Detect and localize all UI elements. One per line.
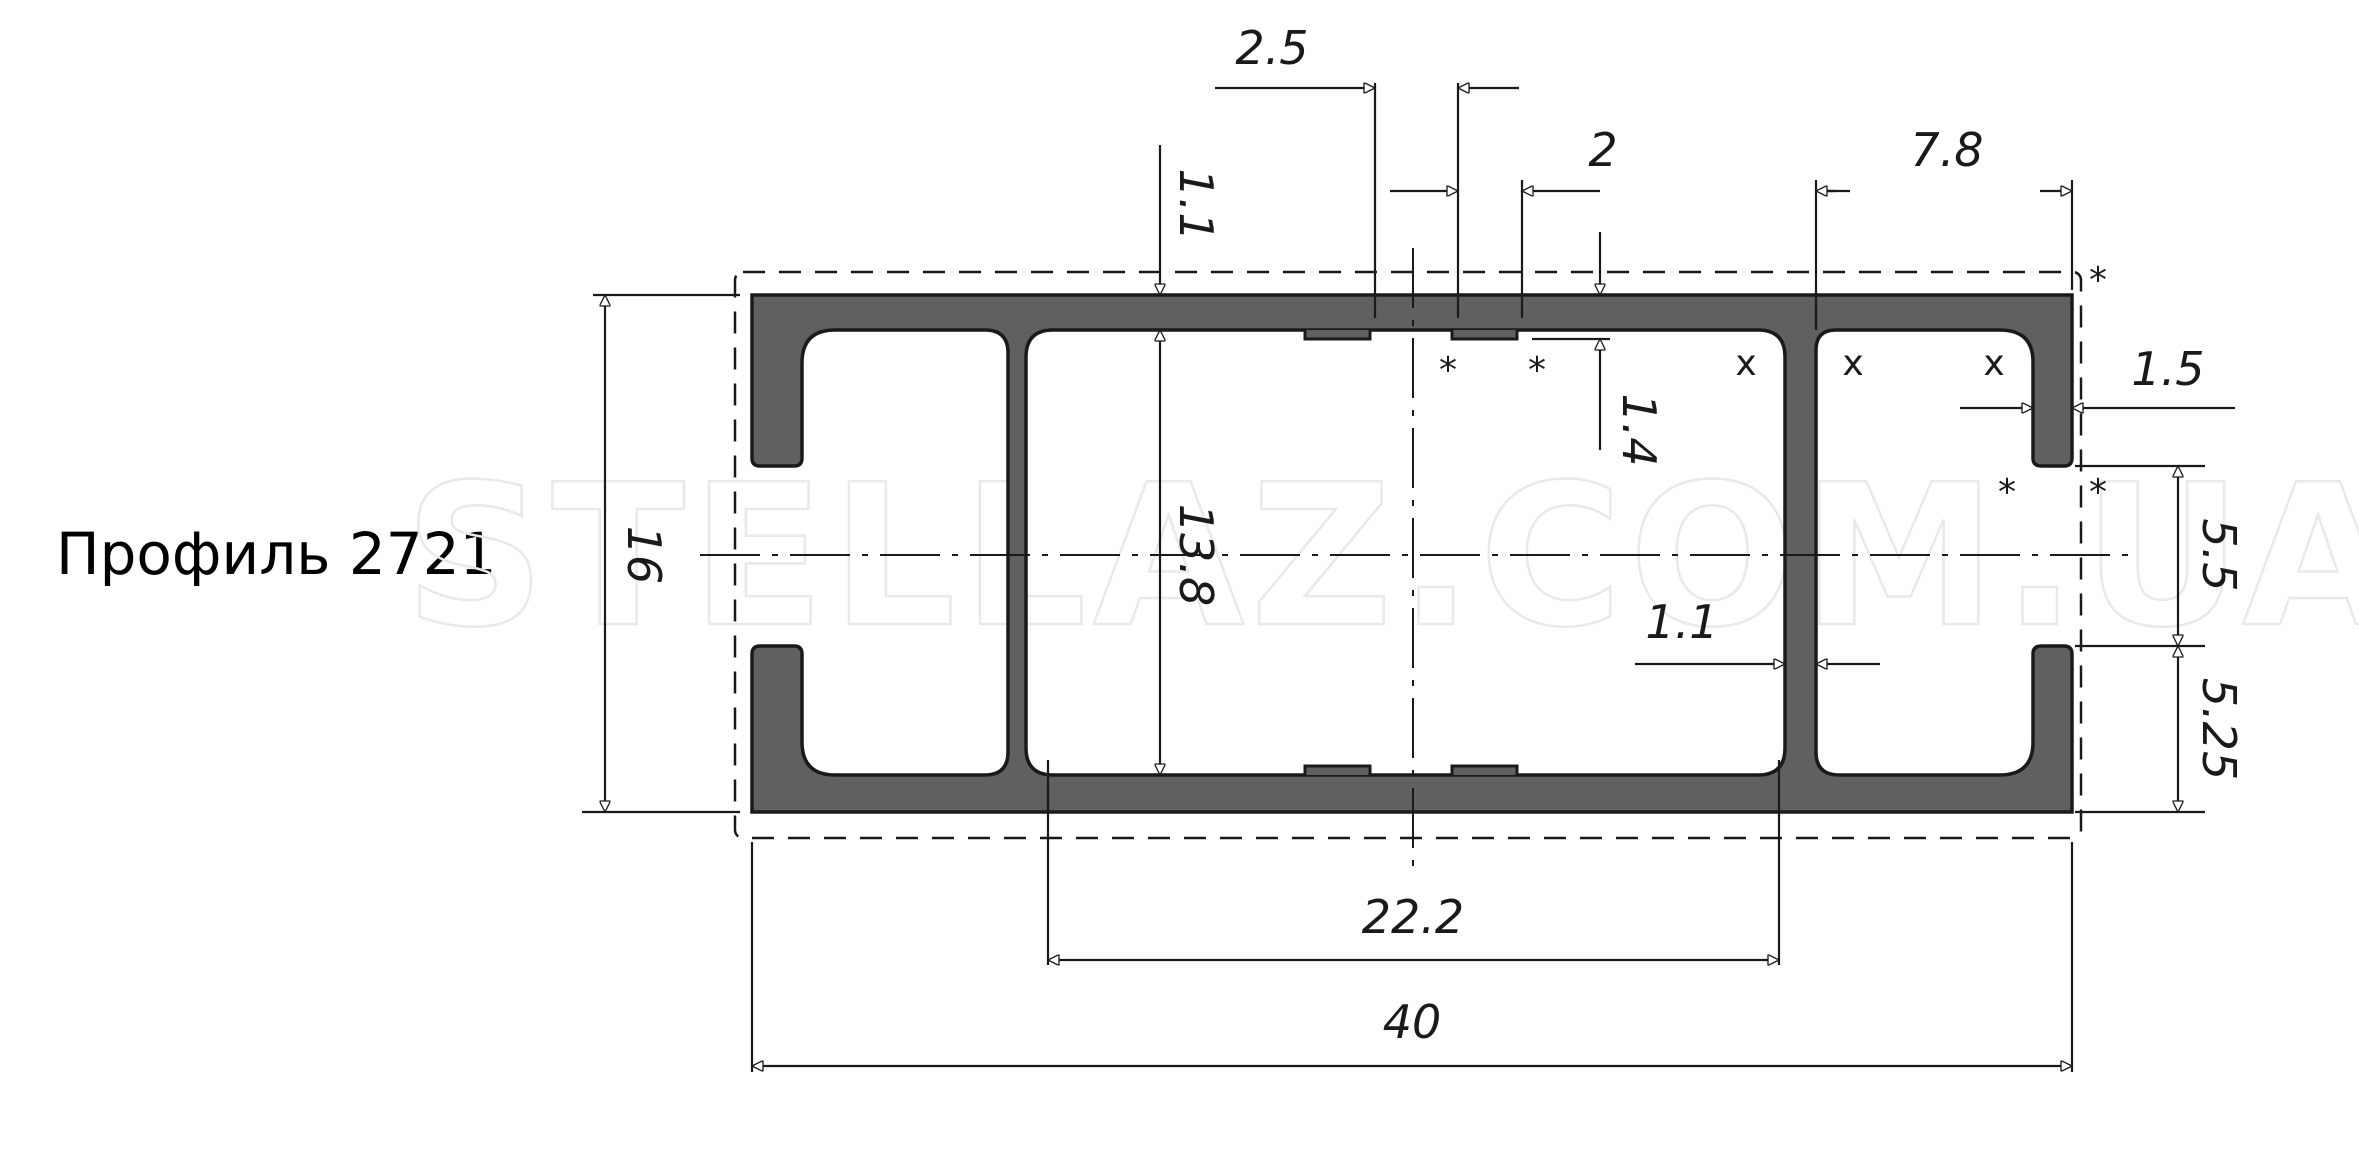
dim-inner-width xyxy=(1048,760,1779,965)
dim-label-upper-half: 5.5 xyxy=(2192,518,2246,591)
groove-top-right xyxy=(1450,330,1519,341)
dim-label-slot-width: 2.5 xyxy=(1235,21,1308,75)
groove-bottom-right xyxy=(1450,764,1519,775)
dim-label-right-chamber-width: 7.8 xyxy=(1910,123,1983,177)
dim-label-lip-thickness: 1.5 xyxy=(2131,342,2204,396)
dim-label-lower-half: 5.25 xyxy=(2192,678,2246,780)
dim-label-inner-height: 13.8 xyxy=(1169,504,1223,606)
star-marker: * xyxy=(1528,350,1546,391)
dim-right-halves xyxy=(2075,466,2205,812)
dim-label-inner-width: 22.2 xyxy=(1362,890,1464,944)
dim-label-top-wall: 1.1 xyxy=(1169,168,1223,241)
cross-marker: x xyxy=(1983,343,2004,384)
watermark: STELLAZ.COM.UA xyxy=(404,443,2359,671)
dim-right-chamber-width xyxy=(1816,180,2072,330)
star-marker: * xyxy=(1439,350,1457,391)
profile-title: Профиль 2721 xyxy=(56,520,497,588)
dim-height xyxy=(582,295,740,812)
cross-marker: x xyxy=(1842,343,1863,384)
dim-label-rib-depth: 1.4 xyxy=(1612,393,1666,466)
profile-section xyxy=(750,293,2074,814)
dim-label-small-gap: 2 xyxy=(1588,123,1617,177)
dim-small-gap xyxy=(1390,180,1600,318)
dim-label-width: 40 xyxy=(1383,995,1442,1049)
groove-bottom-left xyxy=(1303,764,1372,775)
cross-marker: x xyxy=(1735,343,1756,384)
tolerance-envelope xyxy=(733,270,2083,840)
dim-rib-depth xyxy=(1532,232,1610,450)
dim-label-height: 16 xyxy=(617,526,671,585)
dim-slot-width xyxy=(1215,83,1519,318)
star-marker: * xyxy=(2089,260,2107,301)
dim-label-rib-thickness: 1.1 xyxy=(1645,595,1718,649)
groove-top-left xyxy=(1303,330,1372,341)
star-marker: * xyxy=(1998,472,2016,513)
dim-width xyxy=(752,842,2072,1072)
star-marker: * xyxy=(2089,472,2107,513)
